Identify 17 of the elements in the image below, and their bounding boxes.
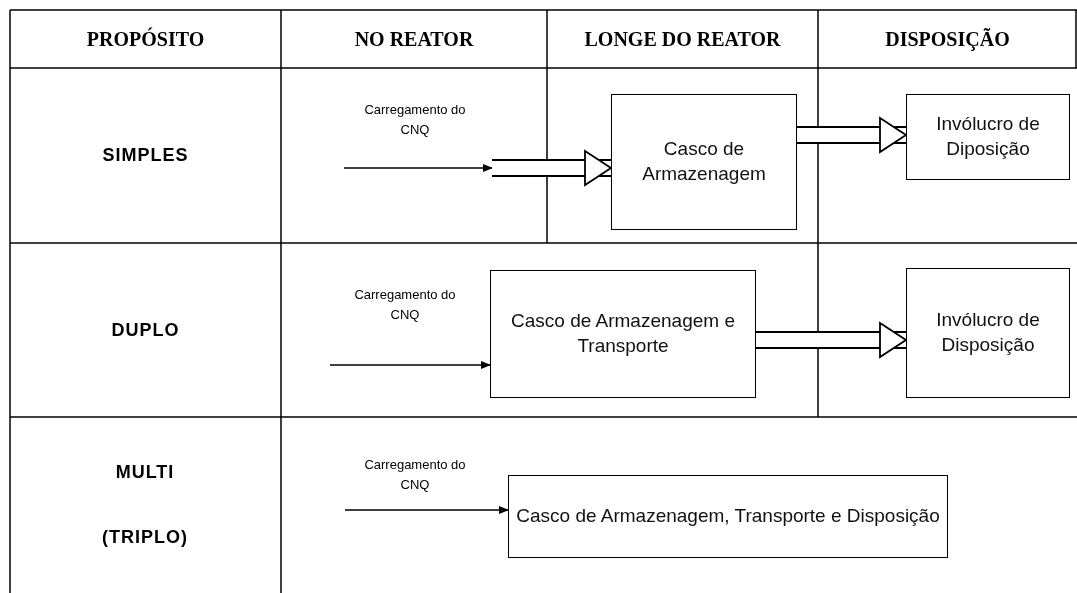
process-box: Casco de Armazenagem, Transporte e Disposição (508, 475, 948, 558)
arrow (492, 150, 612, 186)
column-header: DISPOSIÇÃO (885, 27, 1010, 51)
row-header: MULTI (TRIPLO) (101, 461, 189, 549)
column-header: PROPÓSITO (86, 27, 205, 51)
column-header: LONGE DO REATOR (584, 27, 781, 51)
arrow (344, 506, 509, 514)
process-box: Invólucro de Diposição (906, 94, 1070, 180)
arrow (797, 117, 907, 153)
column-header: NO REATOR (354, 27, 474, 51)
row-header: DUPLO (111, 319, 180, 341)
arrow (756, 322, 907, 358)
row-header: SIMPLES (102, 145, 189, 166)
process-box: Invólucro de Disposição (906, 268, 1070, 398)
process-box: Casco de Armazenagem (611, 94, 797, 230)
arrow (329, 361, 491, 369)
process-box: Casco de Armazenagem e Transporte (490, 270, 756, 398)
